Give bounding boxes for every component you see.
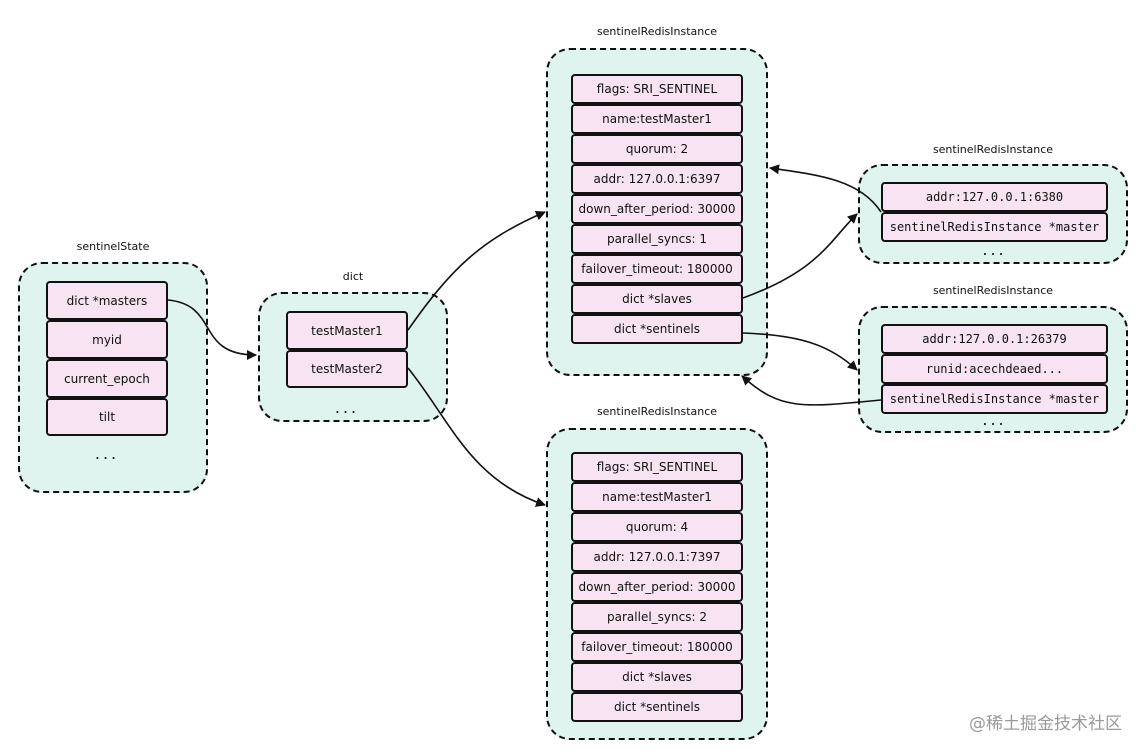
slave-instance-ellipsis: ... <box>982 240 1007 259</box>
instance-top-field-6: failover_timeout: 180000 <box>571 254 743 284</box>
field-tilt: tilt <box>46 398 168 436</box>
instance-top-field-2: quorum: 2 <box>571 134 743 164</box>
instance-bottom-label: sentinelRedisInstance <box>596 405 718 418</box>
sentinel-runid-field: runid:acechdeaed... <box>881 354 1108 384</box>
sentinel-state-ellipsis: ... <box>94 444 120 463</box>
instance-bottom-field-4: down_after_period: 30000 <box>571 572 743 602</box>
instance-bottom-field-6: failover_timeout: 180000 <box>571 632 743 662</box>
instance-top-label: sentinelRedisInstance <box>596 25 718 38</box>
instance-bottom-field-0: flags: SRI_SENTINEL <box>571 452 743 482</box>
instance-bottom-field-3: addr: 127.0.0.1:7397 <box>571 542 743 572</box>
instance-bottom-field-8: dict *sentinels <box>571 692 743 722</box>
slave-master-pointer-field: sentinelRedisInstance *master <box>881 212 1108 242</box>
field-myid: myid <box>46 320 168 359</box>
dict-entry-testmaster1: testMaster1 <box>286 311 408 350</box>
slave-addr-field: addr:127.0.0.1:6380 <box>881 182 1108 212</box>
instance-bottom-field-5: parallel_syncs: 2 <box>571 602 743 632</box>
dict-label: dict <box>342 270 364 283</box>
watermark: @稀土掘金技术社区 <box>969 714 1122 734</box>
sentinel-addr-field: addr:127.0.0.1:26379 <box>881 324 1108 354</box>
instance-bottom-field-2: quorum: 4 <box>571 512 743 542</box>
instance-bottom-field-7: dict *slaves <box>571 662 743 692</box>
sentinel-instance-ellipsis: ... <box>982 410 1007 429</box>
instance-bottom-field-1: name:testMaster1 <box>571 482 743 512</box>
instance-top-field-0: flags: SRI_SENTINEL <box>571 74 743 104</box>
dict-entry-testmaster2: testMaster2 <box>286 350 408 388</box>
instance-top-field-5: parallel_syncs: 1 <box>571 224 743 254</box>
instance-top-field-3: addr: 127.0.0.1:6397 <box>571 164 743 194</box>
dict-ellipsis: ... <box>334 398 360 417</box>
sentinel-instance-label: sentinelRedisInstance <box>932 284 1054 297</box>
field-dict-masters: dict *masters <box>46 281 168 320</box>
slave-instance-label: sentinelRedisInstance <box>932 143 1054 156</box>
sentinel-master-pointer-field: sentinelRedisInstance *master <box>881 384 1108 414</box>
instance-top-field-1: name:testMaster1 <box>571 104 743 134</box>
instance-top-field-4: down_after_period: 30000 <box>571 194 743 224</box>
sentinel-state-label: sentinelState <box>76 240 150 253</box>
instance-top-field-8: dict *sentinels <box>571 314 743 344</box>
instance-top-field-7: dict *slaves <box>571 284 743 314</box>
field-current-epoch: current_epoch <box>46 359 168 398</box>
